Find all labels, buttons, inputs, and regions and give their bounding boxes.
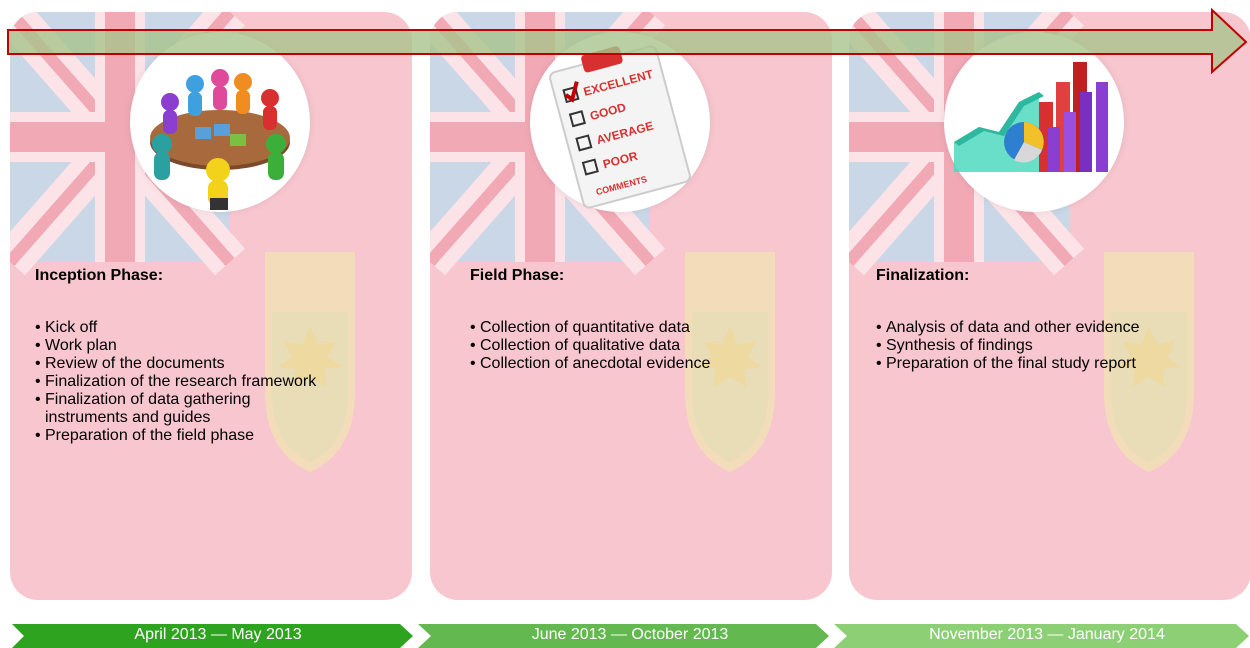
phase-bullet-list: Collection of quantitative data Collecti… [470,319,820,373]
team-meeting-image [130,32,310,212]
phase-heading: Inception Phase: [35,267,164,284]
phase-bullet-list: Kick off Work plan Review of the documen… [35,319,400,445]
phase-content: Finalization: Analysis of data and other… [876,267,1239,373]
timeline-bar [12,624,1249,648]
list-item: Work plan [35,337,400,355]
list-item: Analysis of data and other evidence [876,319,1239,337]
timeline-chevron-3 [834,624,1249,648]
phase-content: Field Phase: Collection of quantitative … [470,267,820,373]
3d-charts-icon [954,62,1108,172]
list-item: Finalization of data gathering instrumen… [35,391,325,427]
timeline-chevron-1 [12,624,413,648]
team-meeting-puzzle-icon [150,69,290,210]
survey-clipboard-icon: EXCELLENT GOOD AVERAGE POOR COMMENTS [549,45,691,209]
progress-arrow [7,7,1248,75]
timeline-label-finalization: November 2013 — January 2014 [929,626,1165,643]
list-item: Preparation of the final study report [876,355,1239,373]
list-item: Preparation of the field phase [35,427,400,445]
list-item: Kick off [35,319,400,337]
list-item: Synthesis of findings [876,337,1239,355]
phase-panel-field: EXCELLENT GOOD AVERAGE POOR COMMENTS Fie… [430,12,832,600]
phase-heading: Field Phase: [470,267,565,284]
phase-bullet-list: Analysis of data and other evidence Synt… [876,319,1239,373]
list-item: Finalization of the research framework [35,373,400,391]
phase-panel-inception: Inception Phase: Kick off Work plan Revi… [10,12,412,600]
phase-panel-finalization: Finalization: Analysis of data and other… [849,12,1250,600]
list-item: Collection of qualitative data [470,337,820,355]
phase-heading: Finalization: [876,267,970,284]
list-item: Review of the documents [35,355,400,373]
timeline-label-inception: April 2013 — May 2013 [134,626,302,643]
phase-content: Inception Phase: Kick off Work plan Revi… [35,267,400,445]
timeline-label-field: June 2013 — October 2013 [531,626,729,643]
charts-image [944,32,1124,212]
timeline-chevron-2 [418,624,829,648]
list-item: Collection of anecdotal evidence [470,355,820,373]
survey-clipboard-image: EXCELLENT GOOD AVERAGE POOR COMMENTS [530,32,710,212]
list-item: Collection of quantitative data [470,319,820,337]
